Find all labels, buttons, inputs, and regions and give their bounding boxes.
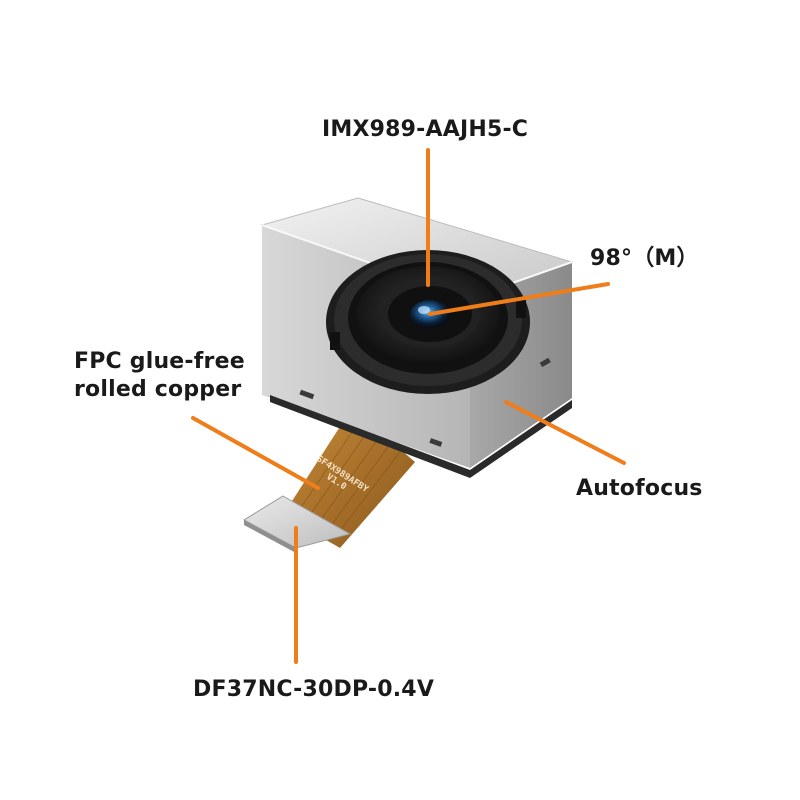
lens-clip (516, 300, 526, 318)
label-connector: DF37NC-30DP-0.4V (193, 677, 435, 702)
housing-slot (299, 389, 315, 400)
leader-fov (428, 282, 610, 316)
leader-autofocus (504, 400, 626, 465)
label-fov: 98°（M） (590, 246, 699, 271)
lens-clip (330, 332, 340, 350)
lens-assembly (326, 250, 530, 394)
housing-base (270, 395, 572, 478)
label-fpc-line1: FPC glue-free (74, 349, 245, 374)
fpc-stiffener-edge (244, 520, 296, 553)
leader-fpc (191, 416, 320, 490)
label-fpc-line2: rolled copper (74, 377, 242, 402)
housing-slot (539, 357, 551, 368)
label-sensor: IMX989-AAJH5-C (322, 117, 529, 142)
leader-lines (191, 148, 626, 664)
label-autofocus: Autofocus (576, 476, 703, 501)
housing-slot (429, 438, 443, 447)
fpc-traces (297, 419, 401, 537)
